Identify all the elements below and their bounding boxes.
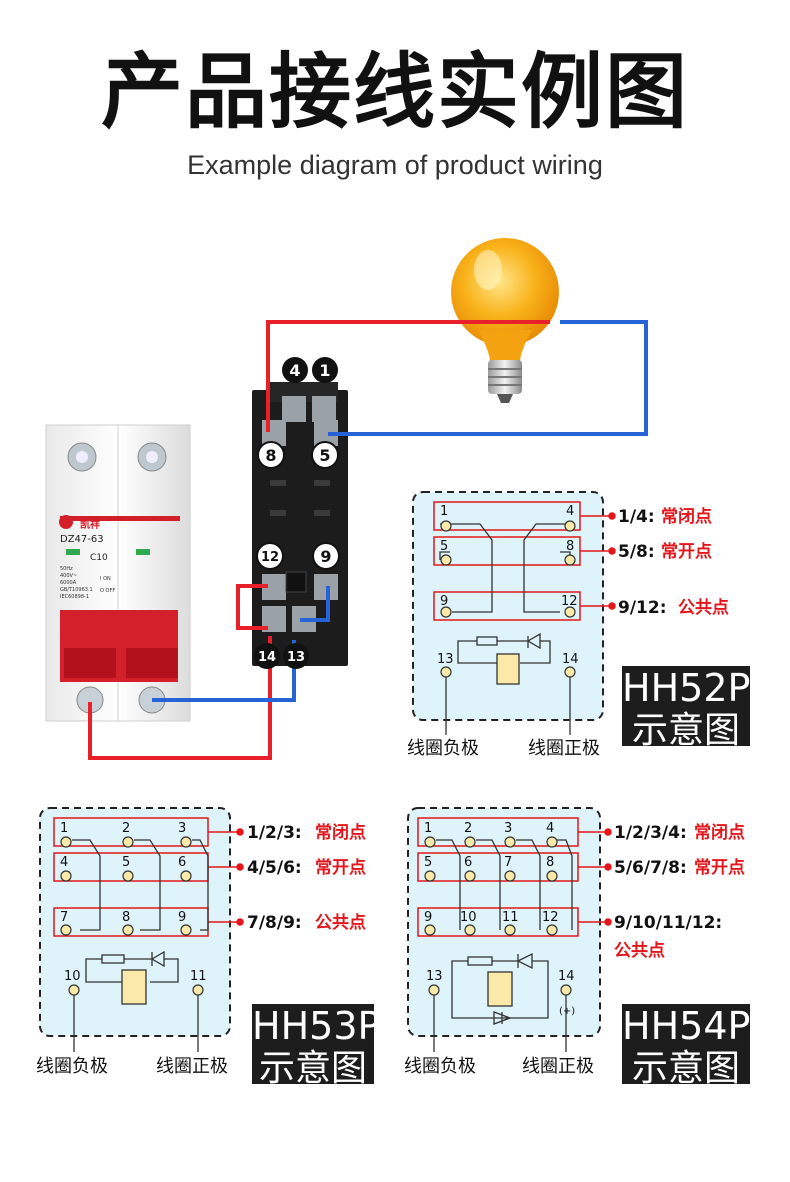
breaker-off-label: O OFF [100,588,115,594]
hh54p-contacts [433,839,573,1052]
hh54p-coil-positive-label: 线圈正极 [522,1056,594,1077]
hh54p-pin-6: 6 [464,855,472,870]
breaker-brand: 凯祥 [80,518,100,531]
hh54p-model-badge: HH54P 示意图 [622,1004,751,1089]
hh52p-coil-positive-label: 线圈正极 [528,738,600,759]
hh52p-pin-12: 12 [561,594,578,609]
hh53p-legend-pins-0: 1/2/3: [247,823,302,843]
hh52p-pin-9: 9 [440,594,448,609]
breaker-spec-3: GB/T10963.1 [60,587,93,593]
hh54p-legend-text-0: 常闭点 [694,822,745,843]
hh53p-pin-6: 6 [178,855,186,870]
hh54p-legend-pins-0: 1/2/3/4: [614,823,687,843]
hh52p-model-badge: HH52P 示意图 [622,666,751,751]
hh52p-legend-pins-1: 5/8: [618,542,655,562]
terminal-label-14: 14 [258,650,276,665]
hh53p-legend-text-0: 常闭点 [315,822,366,843]
hh54p-pin-12: 12 [542,910,559,925]
hh53p-pin-10: 10 [64,969,81,984]
terminal-label-1: 1 [319,361,330,380]
hh54p-pin-dots [424,836,572,996]
hh53p-pin-2: 2 [122,821,130,836]
hh53p-pin-3: 3 [178,821,186,836]
hh53p-legend-pins-1: 4/5/6: [247,858,302,878]
hh54p-pin-11: 11 [502,910,519,925]
terminal-label-12: 12 [261,550,279,565]
hh53p-pin-1: 1 [60,821,68,836]
hh53p-coil-negative-label: 线圈负极 [36,1056,108,1077]
hh53p-pin-7: 7 [60,910,68,925]
hh52p-legend-pins-0: 1/4: [618,507,655,527]
hh52p-model: HH52P [622,666,751,710]
hh52p-legend-text-0: 常闭点 [661,506,712,527]
hh54p-pin-5: 5 [424,855,432,870]
hh54p-plus-mark: (+) [559,1006,575,1017]
terminal-label-8: 8 [265,446,276,465]
hh54p-legend-text-2: 公共点 [614,940,665,961]
hh54p-coil-negative-label: 线圈负极 [404,1056,476,1077]
terminal-label-9: 9 [320,547,331,566]
page-subtitle: Example diagram of product wiring [187,150,603,180]
breaker-spec-0: 50Hz [60,566,73,572]
hh54p-leader-lines [578,828,612,926]
terminal-badges [254,357,340,669]
hh53p-model: HH53P [252,1004,381,1048]
terminal-label-13: 13 [287,650,305,665]
hh53p-pin-5: 5 [122,855,130,870]
hh52p-legend-text-2: 公共点 [678,597,729,618]
hh54p-pin-10: 10 [460,910,477,925]
hh54p-pin-4: 4 [546,821,554,836]
hh52p-pin-1: 1 [440,504,448,519]
hh54p-pin-8: 8 [546,855,554,870]
hh54p-pin-14: 14 [558,969,575,984]
hh54p-pin-13: 13 [426,969,443,984]
hh54p-pin-2: 2 [464,821,472,836]
hh54p-legend-text-1: 常开点 [694,857,745,878]
hh54p-legend-pins-1: 5/6/7/8: [614,858,687,878]
hh52p-leader-lines [580,512,616,610]
light-bulb-icon [451,238,559,403]
hh52p-coil-negative-label: 线圈负极 [407,738,479,759]
terminal-label-4: 4 [289,361,300,380]
hh54p-legend-pins-2: 9/10/11/12: [614,913,722,933]
breaker-spec-4: IEC60898-1 [60,594,89,600]
hh52p-pin-4: 4 [566,504,574,519]
page-title: 产品接线实例图 [100,45,689,140]
hh53p-legend-pins-2: 7/8/9: [247,913,302,933]
hh54p-model: HH54P [622,1004,751,1048]
hh52p-pin-8: 8 [566,539,574,554]
hh53p-legend-text-1: 常开点 [315,857,366,878]
hh53p-pin-4: 4 [60,855,68,870]
hh52p-legend-text-1: 常开点 [661,541,712,562]
breaker-rating: C10 [90,553,108,563]
hh53p-caption: 示意图 [258,1048,367,1089]
hh53p-legend-text-2: 公共点 [315,912,366,933]
hh53p-pin-8: 8 [122,910,130,925]
hh53p-pin-dots [60,836,204,996]
hh53p-pin-11: 11 [190,969,207,984]
hh54p-pin-7: 7 [504,855,512,870]
hh53p-coil-positive-label: 线圈正极 [156,1056,228,1077]
terminal-label-5: 5 [319,446,330,465]
breaker-spec-2: 6000A [60,580,77,586]
hh54p-caption: 示意图 [631,1048,740,1089]
breaker-on-label: I ON [100,576,111,582]
hh52p-pin-13: 13 [437,652,454,667]
hh52p-legend-pins-2: 9/12: [618,598,667,618]
hh52p-pin-5: 5 [440,539,448,554]
hh54p-pin-1: 1 [424,821,432,836]
hh53p-leader-lines [208,828,244,926]
breaker-model: DZ47-63 [60,534,104,545]
hh53p-model-badge: HH53P 示意图 [252,1004,381,1089]
hh53p-pin-9: 9 [178,910,186,925]
breaker-spec-1: 400V~ [60,573,77,579]
hh52p-pin-14: 14 [562,652,579,667]
hh54p-pin-3: 3 [504,821,512,836]
hh53p-contacts [72,839,209,1052]
hh52p-caption: 示意图 [631,710,740,751]
hh54p-pin-9: 9 [424,910,432,925]
hh52p-pin-dots [440,520,576,678]
